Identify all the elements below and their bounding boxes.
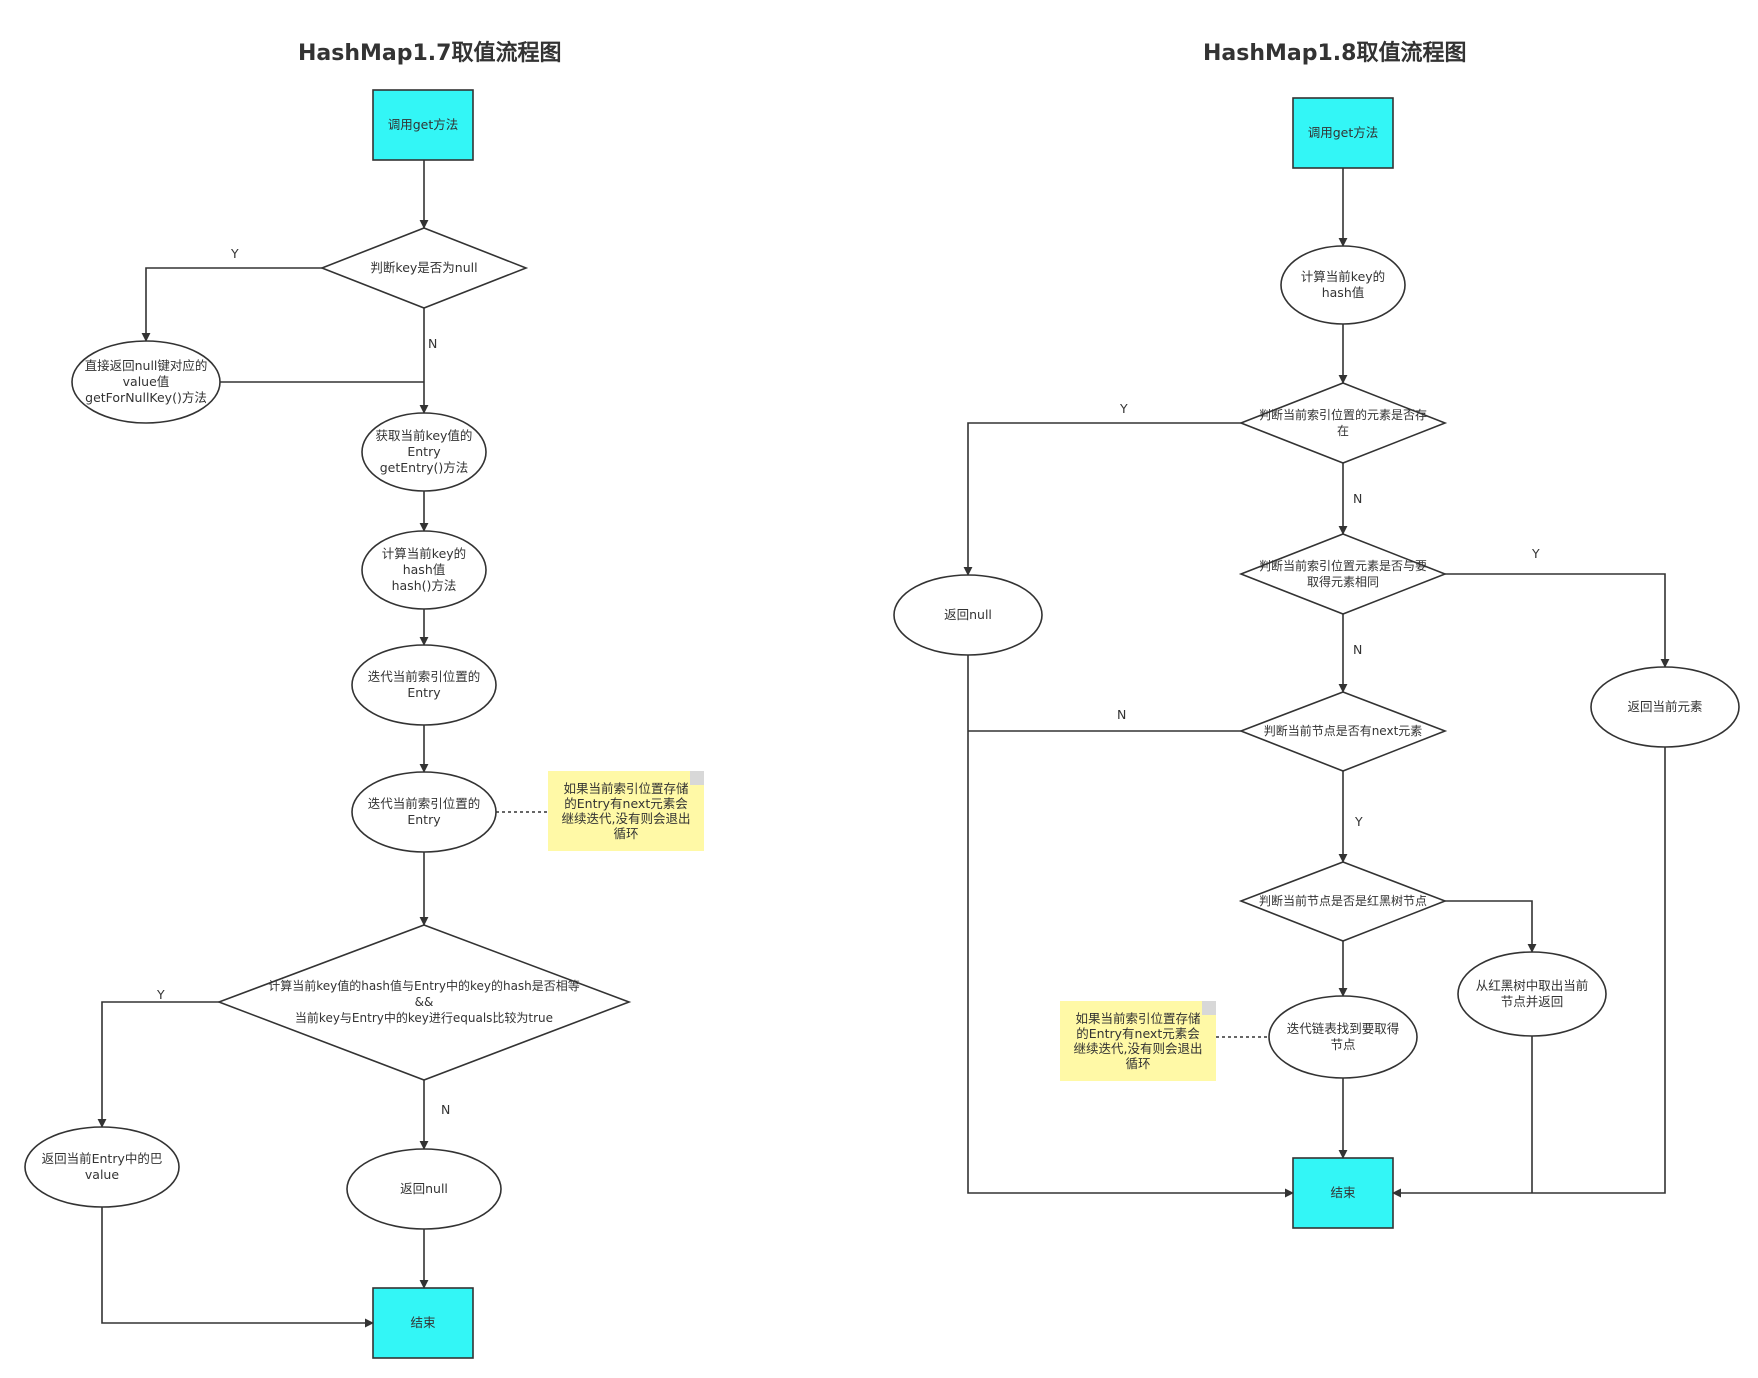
left-label-y1: Y bbox=[231, 246, 239, 261]
left-diagram-shapes bbox=[24, 89, 632, 1359]
left-compare-diamond bbox=[216, 924, 632, 1081]
right-calc-hash-ellipse bbox=[1280, 245, 1406, 325]
right-tree-get-ellipse bbox=[1457, 951, 1607, 1037]
right-check-same-diamond bbox=[1238, 533, 1448, 615]
right-return-null-ellipse bbox=[893, 574, 1043, 656]
right-check-exists-diamond bbox=[1238, 382, 1448, 464]
right-diagram-title: HashMap1.8取值流程图 bbox=[1203, 41, 1467, 66]
left-return-value-ellipse bbox=[24, 1126, 180, 1208]
left-calc-hash-ellipse bbox=[361, 530, 487, 610]
left-diagram-title: HashMap1.7取值流程图 bbox=[298, 41, 562, 66]
right-end-box bbox=[1292, 1157, 1394, 1229]
right-diagram-connectors bbox=[963, 168, 1670, 1198]
right-label-n3: N bbox=[1117, 707, 1127, 722]
left-note: 如果当前索引位置存储 的Entry有next元素会 继续迭代,没有则会退出 循环 bbox=[548, 771, 704, 851]
left-edge-compare-yes bbox=[97, 1001, 219, 1128]
left-edge-value-to-end bbox=[101, 1207, 374, 1328]
right-note: 如果当前索引位置存储 的Entry有next元素会 继续迭代,没有则会退出 循环 bbox=[1060, 1001, 1216, 1081]
left-label-n1: N bbox=[428, 336, 438, 351]
right-edge-null-to-end bbox=[967, 655, 1294, 1198]
right-edge-tree-yes bbox=[1445, 900, 1537, 953]
right-label-n2: N bbox=[1353, 642, 1363, 657]
right-label-n1: N bbox=[1353, 491, 1363, 506]
right-label-y1: Y bbox=[1120, 401, 1128, 416]
right-start-box bbox=[1292, 97, 1394, 169]
right-label-y3: Y bbox=[1355, 814, 1363, 829]
right-iterate-list-ellipse bbox=[1268, 995, 1418, 1079]
right-check-tree-diamond bbox=[1238, 861, 1448, 942]
right-edge-same-yes bbox=[1445, 573, 1670, 668]
right-return-current-ellipse bbox=[1590, 666, 1740, 748]
right-check-next-diamond bbox=[1238, 691, 1448, 772]
left-edge-check-yes bbox=[141, 267, 322, 342]
left-start-box bbox=[372, 89, 474, 161]
left-label-n2: N bbox=[441, 1102, 451, 1117]
left-diagram-connectors bbox=[97, 160, 548, 1328]
left-return-null-ellipse bbox=[346, 1148, 502, 1230]
left-iterate-1-ellipse bbox=[351, 644, 497, 726]
right-edge-current-to-end bbox=[1392, 747, 1666, 1198]
left-get-entry-ellipse bbox=[361, 412, 487, 492]
right-label-y2: Y bbox=[1532, 546, 1540, 561]
left-label-y2: Y bbox=[157, 987, 165, 1002]
left-null-value-ellipse bbox=[71, 340, 221, 424]
left-end-box bbox=[372, 1287, 474, 1359]
right-diagram-shapes bbox=[893, 97, 1740, 1229]
left-iterate-2-ellipse bbox=[351, 771, 497, 853]
left-check-null-diamond bbox=[319, 227, 529, 309]
right-edge-exists-yes bbox=[963, 422, 1241, 576]
